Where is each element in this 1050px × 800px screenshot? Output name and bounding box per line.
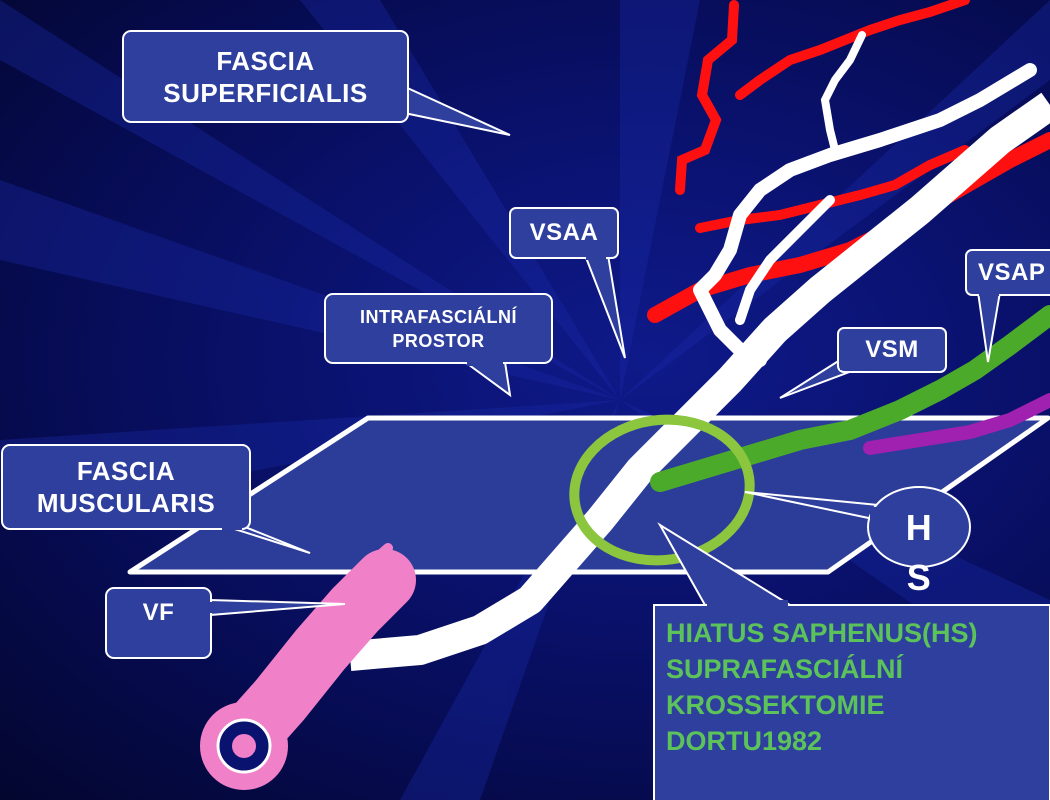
info-box-line1: HIATUS SAPHENUS(HS) [666,618,978,648]
label-fascia-muscularis-line1: FASCIA [76,456,176,486]
label-vsaa-text: VSAA [529,219,599,246]
callout-hs [744,486,971,568]
hiatus-saphenus-ring [569,414,755,566]
info-box-line4: DORTU1982 [666,726,823,756]
label-vsaa: VSAA [510,208,618,258]
label-fascia-superficialis-line2: SUPERFICIALIS [163,77,368,108]
label-vsm: VSM [838,328,946,372]
callout-intrafascialni [324,293,553,398]
info-box-line2: SUPRAFASCIÁLNÍ [666,654,904,684]
label-intrafascialni-line2: PROSTOR [392,330,485,351]
info-box: HIATUS SAPHENUS(HS) SUPRAFASCIÁLNÍ KROSS… [654,605,1050,800]
callout-vsap [965,249,1050,363]
label-intrafascialni: INTRAFASCIÁLNÍ PROSTOR [325,294,552,363]
info-box-callout [653,522,1050,800]
red-artery-top [675,0,739,195]
label-intrafascialni-line1: INTRAFASCIÁLNÍ [360,306,517,327]
label-hs-s: S [895,556,943,600]
white-vein-thin-branch [820,31,866,154]
callout-vf [105,587,346,659]
purple-vein [863,393,1050,455]
callout-vsm [779,327,947,399]
info-box-line3: KROSSEKTOMIE [666,690,885,720]
label-vsap: VSAP [966,250,1050,295]
label-fascia-superficialis-line1: FASCIA [216,45,315,76]
label-fascia-muscularis-line2: MUSCULARIS [36,488,216,518]
label-vsap-text: VSAP [978,258,1046,286]
white-vein-upper-branch [693,63,1037,367]
callout-fascia-muscularis [1,444,311,554]
label-hs-h-text: H [905,507,933,548]
callout-vsaa [509,207,626,359]
label-vsm-text: VSM [865,336,919,363]
red-artery-top-branch [735,0,970,100]
vf-vein-cross-section-core [232,734,256,758]
label-hs-h: H [868,490,970,566]
vsm-white-vein [348,92,1050,671]
red-artery-middle [695,145,970,233]
vf-pink-vein-tip [355,543,393,580]
white-vein-side-branch [735,195,835,325]
fascia-muscularis-plane [127,415,1050,575]
callout-fascia-superficialis [122,30,511,136]
label-fascia-superficialis: FASCIA SUPERFICIALIS [123,31,408,122]
label-fascia-muscularis: FASCIA MUSCULARIS [2,445,250,529]
green-vein-vsap [650,305,1050,492]
label-vf-text: VF [142,599,175,626]
label-vf: VF [106,588,211,638]
label-hs-s-text: S [906,557,932,598]
